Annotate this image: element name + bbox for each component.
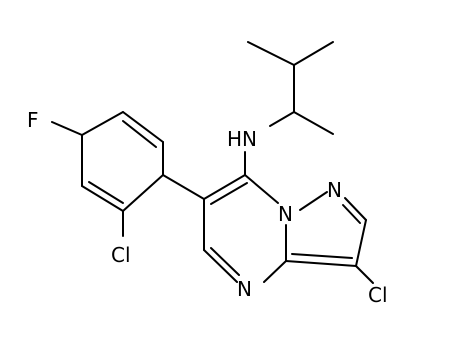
bond (88, 181, 124, 204)
bond (81, 111, 124, 136)
bond (203, 249, 238, 283)
bond (344, 197, 367, 221)
bond (210, 182, 248, 205)
bond (210, 247, 240, 276)
bond (293, 111, 334, 135)
bond (122, 120, 157, 148)
bond (122, 174, 164, 212)
bond (203, 174, 246, 200)
pyrazole-nitrogen-label: N (327, 178, 342, 202)
bond (122, 111, 164, 143)
bond (342, 204, 361, 224)
bond (51, 121, 83, 136)
pyrimidine-nitrogen-label: N (237, 277, 252, 301)
bridgehead-nitrogen-label: N (278, 202, 293, 226)
bond (299, 191, 328, 211)
bond (162, 174, 205, 200)
bond (247, 41, 295, 66)
chlorine-aryl-label: Cl (111, 243, 131, 267)
chlorine-pyrazole-label: Cl (368, 283, 388, 307)
bond (263, 260, 287, 283)
bond (285, 260, 357, 267)
bond (244, 174, 279, 204)
bond (291, 253, 353, 259)
fluorine-label: F (27, 108, 39, 132)
bond (269, 111, 295, 127)
bond (355, 219, 367, 267)
amine-label: HN (227, 127, 257, 151)
bond (81, 185, 124, 212)
bond (293, 41, 334, 66)
bond (355, 265, 374, 284)
